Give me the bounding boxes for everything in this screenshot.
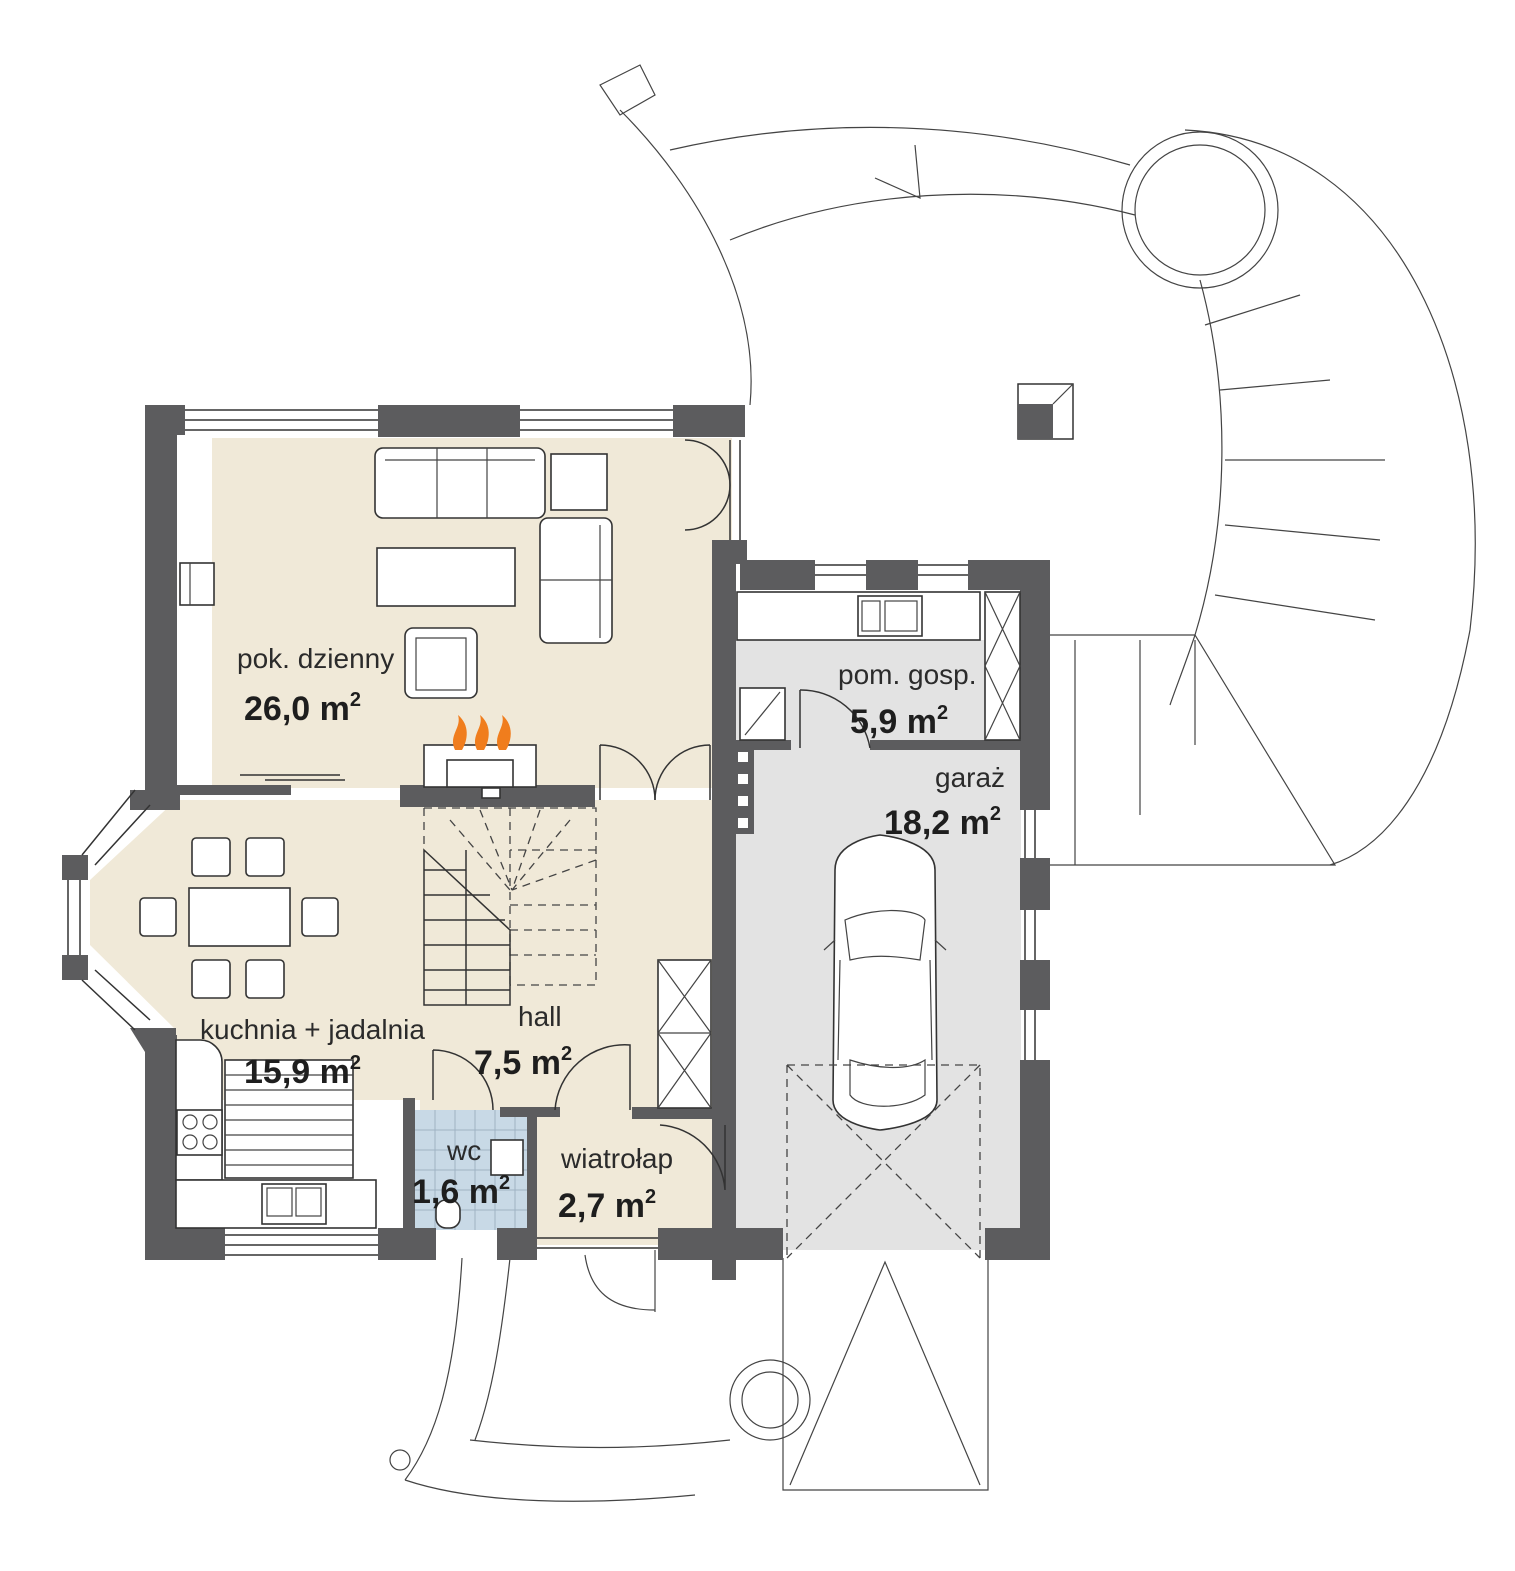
- room-area-hall: 7,5 m2: [474, 1043, 572, 1082]
- room-area-vestibule: 2,7 m2: [558, 1186, 656, 1225]
- floor-fills: [90, 438, 1021, 1250]
- room-name-vestibule: wiatrołap: [560, 1143, 673, 1174]
- room-area-kitchen: 15,9 m2: [244, 1052, 361, 1091]
- room-name-utility: pom. gosp.: [838, 659, 977, 690]
- room-name-kitchen: kuchnia + jadalnia: [200, 1014, 425, 1045]
- room-name-wc: wc: [446, 1135, 481, 1166]
- walls: [62, 405, 1050, 1280]
- doors: [240, 439, 871, 1191]
- furniture: [139, 447, 1021, 1259]
- room-name-hall: hall: [518, 1001, 562, 1032]
- room-area-utility: 5,9 m2: [850, 702, 948, 741]
- fireplace-flame-icon: [453, 715, 511, 750]
- room-area-living: 26,0 m2: [244, 689, 361, 728]
- room-name-living: pok. dzienny: [237, 643, 394, 674]
- terrace-outline: [389, 64, 1476, 1502]
- car-icon: [823, 834, 947, 1131]
- room-labels: pok. dzienny 26,0 m2 kuchnia + jadalnia …: [200, 643, 1005, 1225]
- room-name-garage: garaż: [935, 762, 1005, 793]
- staircase: [423, 807, 597, 1006]
- room-area-garage: 18,2 m2: [884, 803, 1001, 842]
- room-area-wc: 1,6 m2: [412, 1172, 510, 1211]
